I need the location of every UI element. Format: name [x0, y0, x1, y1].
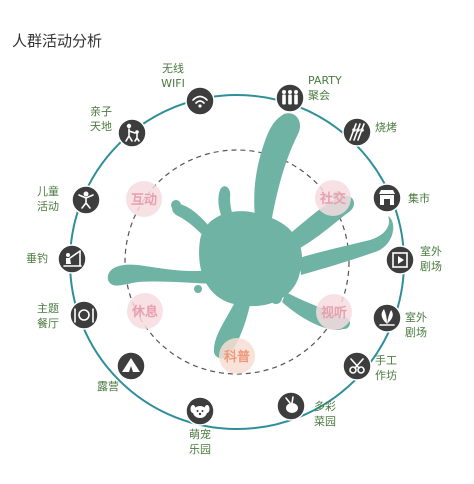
activity-camping: 露营 — [97, 351, 146, 393]
category-kepu: 科普 — [219, 338, 255, 374]
activity-label: 室外 — [405, 310, 427, 324]
activity-label: 活动 — [37, 200, 59, 213]
activity-label: 聚会 — [308, 89, 330, 102]
skewer-icon — [349, 123, 365, 141]
tent-icon — [122, 358, 140, 372]
page-title: 人群活动分析 — [12, 32, 103, 50]
activity-label: PARTY — [308, 74, 342, 87]
activity-label: 天地 — [90, 120, 112, 133]
category-label: 休息 — [131, 304, 158, 320]
activity-bbq: 烧烤 — [342, 117, 397, 147]
category-circle — [315, 180, 351, 216]
category-label: 视听 — [321, 305, 347, 321]
activity-fishing: 垂钓 — [26, 244, 87, 274]
vegetable-icon — [285, 396, 298, 413]
film-icon — [392, 252, 408, 268]
activity-label: 集市 — [408, 191, 430, 205]
activity-label: 亲子 — [90, 104, 112, 118]
category-hudong: 互动 — [126, 181, 162, 217]
dog-icon — [190, 405, 210, 418]
activity-label: 垂钓 — [26, 251, 48, 265]
activity-label: 作坊 — [375, 368, 397, 382]
category-label: 社交 — [319, 191, 346, 207]
activity-party: PARTY 聚会 — [275, 74, 342, 113]
activity-icon-circle — [117, 118, 147, 148]
activity-label: 儿童 — [37, 184, 59, 198]
activity-label: 无线 — [162, 61, 184, 75]
category-circle — [127, 293, 163, 329]
activity-label: 室外 — [420, 244, 442, 258]
wifi-icon — [192, 95, 208, 108]
scissors-icon — [349, 358, 365, 374]
category-label: 互动 — [131, 193, 157, 208]
parent-child-icon — [125, 123, 140, 142]
child-icon — [78, 191, 94, 209]
activity-icon-circle — [372, 303, 402, 333]
activity-label: 烧烤 — [375, 120, 397, 134]
dining-icon — [74, 308, 94, 323]
activity-label: 多彩 — [314, 399, 336, 413]
activity-icon-circle — [69, 300, 99, 330]
activity-label: 菜园 — [314, 415, 336, 428]
activity-label: 餐厅 — [37, 316, 59, 330]
activity-label: WIFI — [161, 77, 185, 90]
activity-label: 露营 — [97, 379, 119, 393]
category-circle — [316, 294, 352, 330]
splat-blob — [107, 113, 394, 359]
activity-icon-circle — [57, 244, 87, 274]
activity-label: 手工 — [375, 353, 397, 367]
category-circle — [219, 338, 255, 374]
plant-icon — [379, 309, 395, 326]
activity-label: 主题 — [37, 302, 59, 315]
activity-label: 乐园 — [189, 443, 211, 456]
activity-market: 集市 — [372, 183, 430, 213]
category-shiting: 视听 — [316, 294, 352, 330]
people-icon — [282, 90, 298, 105]
activity-label: 剧场 — [405, 325, 427, 339]
market-stall-icon — [379, 190, 395, 205]
category-xiuxi: 休息 — [127, 293, 163, 329]
category-label: 科普 — [224, 349, 250, 365]
activity-label: 剧场 — [420, 259, 442, 273]
fishing-icon — [63, 250, 82, 267]
activity-wifi: 无线 WIFI — [161, 61, 215, 116]
activity-label: 萌宠 — [189, 427, 211, 441]
category-shejiao: 社交 — [315, 180, 351, 216]
category-circle — [126, 181, 162, 217]
